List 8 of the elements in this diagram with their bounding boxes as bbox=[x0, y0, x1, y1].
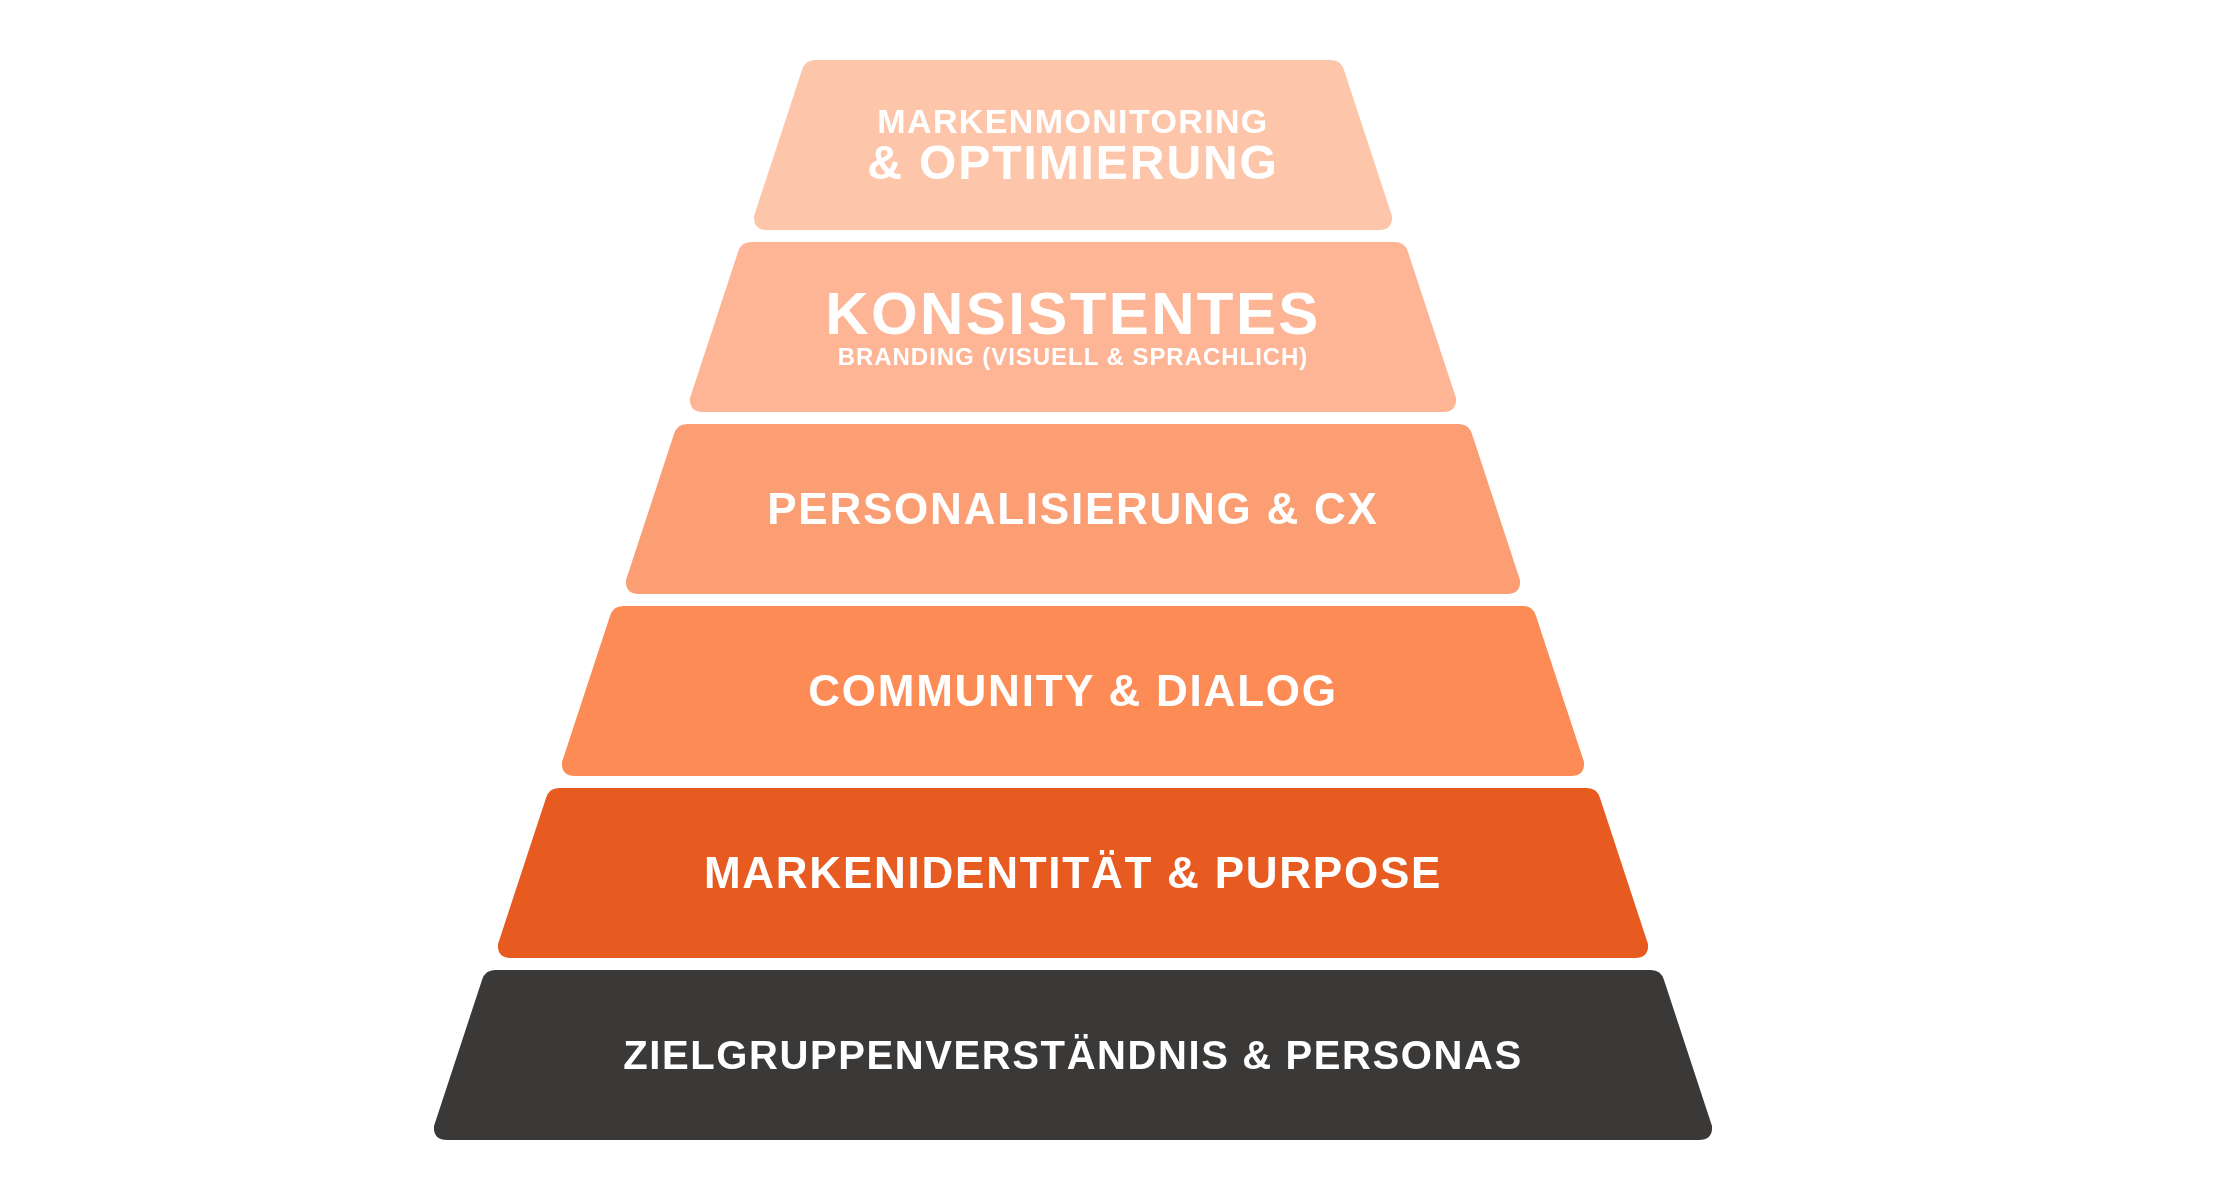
layer-label: MARKENMONITORING bbox=[877, 103, 1269, 139]
layer-label: ZIELGRUPPENVERSTÄNDNIS & PERSONAS bbox=[623, 1032, 1523, 1079]
layer-label: MARKENIDENTITÄT & PURPOSE bbox=[703, 847, 1443, 899]
layer-label: KONSISTENTES bbox=[825, 284, 1321, 344]
layer-label: COMMUNITY & DIALOG bbox=[808, 665, 1338, 717]
layer-label: BRANDING (VISUELL & SPRACHLICH) bbox=[837, 344, 1309, 370]
layer-label: PERSONALISIERUNG & CX bbox=[767, 483, 1379, 535]
layer-label: & OPTIMIERUNG bbox=[867, 139, 1279, 187]
